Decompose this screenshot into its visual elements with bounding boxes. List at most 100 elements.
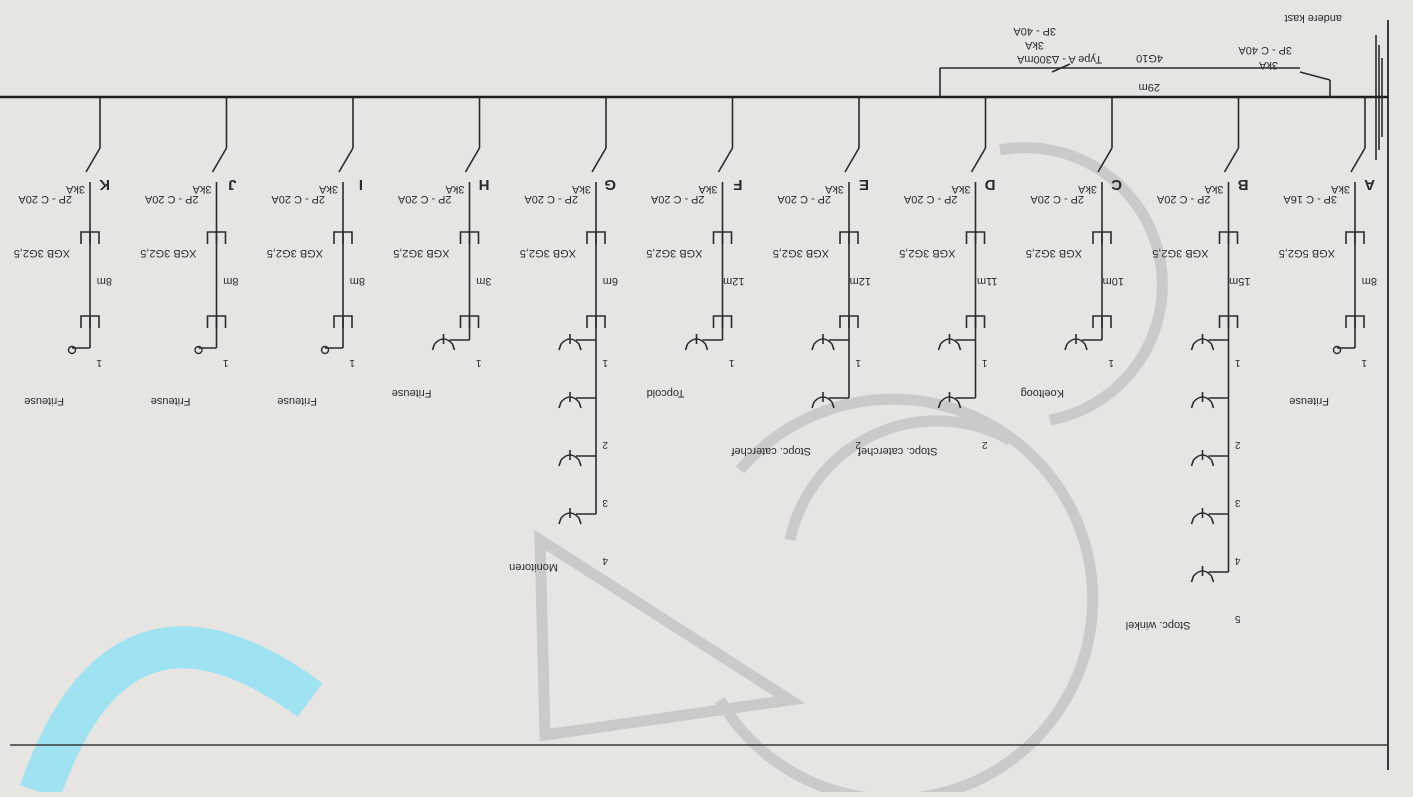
- circuit-J-id: J: [228, 176, 236, 193]
- circuit-I-label: Friteuse: [277, 395, 317, 407]
- circuit-J-cable: XGB 3G2,5: [140, 247, 196, 259]
- appliance-terminal-icon: [194, 345, 203, 355]
- socket-outlet-icon: [558, 450, 582, 467]
- circuit-F-length: 12m: [723, 275, 744, 287]
- circuit-B-id: B: [1238, 176, 1249, 193]
- socket-outlet-icon: [1190, 450, 1215, 467]
- circuit-C-breaker: 2P - C 20A: [1030, 193, 1084, 205]
- socket-outlet-icon: [1190, 334, 1215, 351]
- cable-marker-icon: [839, 315, 859, 328]
- cable-marker-icon: [839, 231, 859, 244]
- cable-marker-icon: [1345, 231, 1365, 244]
- cable-marker-icon: [1092, 231, 1112, 244]
- circuit-C-load-num: 1: [1108, 357, 1114, 368]
- circuit-G-breaker: 2P - C 20A: [524, 193, 578, 205]
- circuit-D-breaker: 2P - C 20A: [903, 193, 957, 205]
- circuit-B-cable: XGB 3G2,5: [1152, 247, 1208, 259]
- circuit-D-length: 11m: [977, 275, 998, 287]
- circuit-I-load-num: 1: [349, 357, 355, 368]
- circuit-J-load-num: 1: [223, 357, 229, 368]
- cable-marker-icon: [333, 231, 353, 244]
- circuit-E-id: E: [859, 176, 869, 193]
- cable-marker-icon: [80, 315, 100, 328]
- circuit-B-load-num: 5: [1235, 613, 1241, 624]
- circuit-G-load-num: 3: [602, 497, 608, 508]
- circuit-E-load-num: 1: [855, 357, 861, 368]
- circuit-A-cable: XGB 5G2,5: [1279, 247, 1335, 259]
- feed-rcd-rating: 3P - 40A: [1013, 25, 1056, 37]
- circuit-B-ka: 3kA: [1204, 183, 1224, 195]
- watermark-logo: [20, 142, 1168, 797]
- circuit-E-cable: XGB 3G2,5: [773, 247, 829, 259]
- breaker-switch-icon: [717, 147, 734, 173]
- circuit-B-load-num: 4: [1235, 555, 1241, 566]
- socket-outlet-icon: [558, 392, 582, 409]
- cable-marker-icon: [1218, 231, 1239, 244]
- feed-rcd-type: Type A - Δ300mA: [1016, 53, 1102, 65]
- circuit-G-id: G: [604, 176, 616, 193]
- socket-outlet-icon: [684, 334, 709, 351]
- circuit-A-length: 8m: [1362, 275, 1377, 287]
- circuit-J-ka: 3kA: [192, 183, 212, 195]
- circuit-D-ka: 3kA: [951, 183, 971, 195]
- socket-outlet-icon: [1190, 392, 1215, 409]
- breaker-switch-icon: [970, 147, 987, 173]
- circuit-E-load-num: 2: [855, 439, 861, 450]
- circuit-A-breaker: 3P - C 16A: [1283, 193, 1337, 205]
- cable-marker-icon: [586, 231, 606, 244]
- circuit-F-load-num: 1: [729, 357, 735, 368]
- watermark-arc-mid: [784, 415, 1013, 542]
- socket-outlet-icon: [558, 508, 582, 525]
- circuit-F-id: F: [733, 176, 742, 193]
- circuit-I-breaker: 2P - C 20A: [271, 193, 325, 205]
- circuit-C-length: 10m: [1103, 275, 1124, 287]
- breaker-switch-icon: [1223, 147, 1240, 173]
- cable-marker-icon: [80, 231, 100, 244]
- watermark-blue-swoosh: [20, 626, 323, 797]
- breaker-switch-icon: [844, 147, 860, 173]
- circuit-F-label: Topcold: [647, 387, 685, 399]
- circuit-I-id: I: [359, 176, 363, 193]
- socket-outlet-icon: [937, 334, 962, 351]
- circuit-I-length: 8m: [350, 275, 365, 287]
- socket-outlet-icon: [1190, 566, 1215, 583]
- circuit-B-label: Stopc. winkel: [1126, 619, 1191, 631]
- cable-marker-icon: [1218, 315, 1239, 328]
- breaker-switch-icon: [338, 147, 354, 173]
- breaker-switch-icon: [1097, 147, 1113, 173]
- circuit-C-cable: XGB 3G2,5: [1026, 247, 1082, 259]
- circuit-K-breaker: 2P - C 20A: [18, 193, 72, 205]
- source-breaker-switch-icon: [1299, 71, 1331, 81]
- circuit-E-breaker: 2P - C 20A: [777, 193, 831, 205]
- circuit-K-cable: XGB 3G2,5: [14, 247, 70, 259]
- watermark-triangle: [534, 529, 806, 742]
- incoming-feed: andere kast 3P - C 40A 3kA 29m 4G10 Type…: [939, 12, 1383, 160]
- socket-outlet-icon: [1190, 508, 1215, 525]
- circuit-G-load-num: 1: [602, 357, 608, 368]
- circuit-E-length: 12m: [850, 275, 871, 287]
- circuit-H-length: 3m: [476, 275, 491, 287]
- socket-outlet-icon: [811, 392, 835, 409]
- socket-outlet-icon: [431, 334, 456, 351]
- watermark-arc-top: [999, 142, 1168, 426]
- circuit-F-ka: 3kA: [698, 183, 718, 195]
- earth-symbol-icon: [1375, 35, 1383, 160]
- feed-source-ka: 3kA: [1258, 59, 1278, 71]
- circuit-H-ka: 3kA: [445, 183, 465, 195]
- circuit-K-load-num: 1: [96, 357, 102, 368]
- feed-cable-length: 29m: [1139, 81, 1160, 93]
- circuit-B-breaker: 2P - C 20A: [1156, 193, 1210, 205]
- circuit-D-label: Stopc. caterchef: [857, 445, 937, 457]
- cable-marker-icon: [333, 315, 353, 328]
- circuit-E-label: Stopc. caterchef: [731, 445, 811, 457]
- socket-outlet-icon: [937, 392, 962, 409]
- cable-marker-icon: [206, 231, 227, 244]
